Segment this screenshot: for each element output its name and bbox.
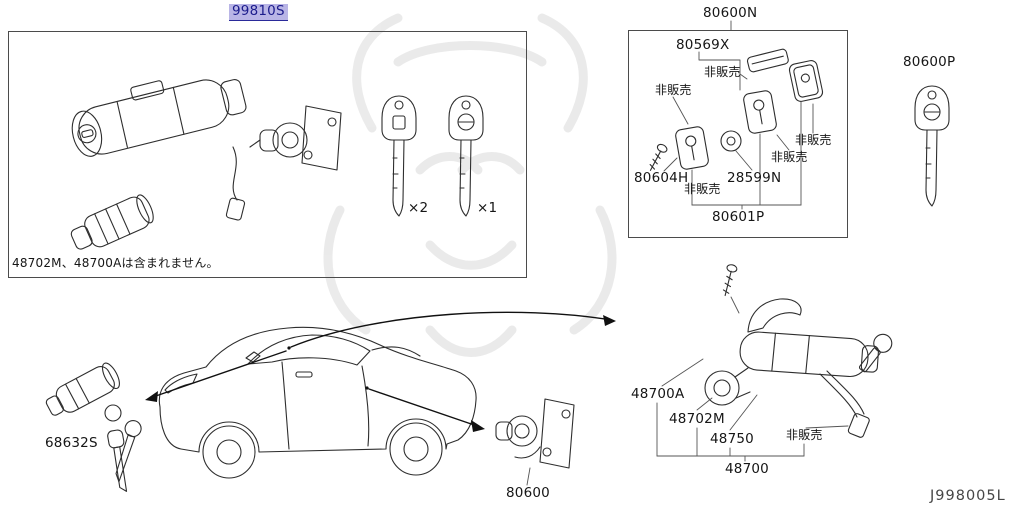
not-sold-label: 非販売 <box>684 182 721 196</box>
part-number-80600p[interactable]: 80600P <box>903 54 956 70</box>
kit-note: 48702M、48700Aは含まれません。 <box>12 256 219 270</box>
part-number-48700a[interactable]: 48700A <box>631 386 685 402</box>
not-sold-label: 非販売 <box>786 428 823 442</box>
steering-lock-assembly-art <box>704 264 893 438</box>
part-number-48750[interactable]: 48750 <box>710 431 754 447</box>
key-quantity-x2: ×2 <box>408 200 429 216</box>
ignition-lock-assembly-art <box>71 79 247 221</box>
valet-key-art <box>448 95 484 217</box>
not-sold-label: 非販売 <box>795 133 832 147</box>
part-number-99810s[interactable]: 99810S <box>229 3 288 21</box>
blank-key-art <box>914 85 950 207</box>
leader-lines <box>526 20 849 486</box>
not-sold-label: 非販売 <box>771 150 808 164</box>
part-number-48702m[interactable]: 48702M <box>669 411 725 427</box>
lock-set-box <box>628 30 848 238</box>
part-number-80601p[interactable]: 80601P <box>712 209 765 225</box>
diagram-code: J998005L <box>930 488 1006 504</box>
part-number-28599n[interactable]: 28599N <box>727 170 782 186</box>
part-number-80569x[interactable]: 80569X <box>676 37 730 53</box>
lock-set-parts-art <box>649 48 824 171</box>
watermark-graphic <box>323 13 617 357</box>
part-number-80600n[interactable]: 80600N <box>703 5 758 21</box>
door-lock-actuator-art <box>495 398 575 469</box>
lock-bracket-art <box>249 105 342 171</box>
key-quantity-x1: ×1 <box>477 200 498 216</box>
not-sold-label: 非販売 <box>655 83 692 97</box>
master-key-art <box>381 95 417 217</box>
lock-cylinder-art <box>70 194 154 250</box>
door-lock-key-set-art <box>45 362 142 492</box>
not-sold-label: 非販売 <box>704 65 741 79</box>
part-number-80604h[interactable]: 80604H <box>634 170 689 186</box>
part-number-48700[interactable]: 48700 <box>725 461 769 477</box>
pointer-arrows <box>145 311 616 432</box>
kit-box <box>8 31 527 278</box>
car-illustration <box>158 326 477 479</box>
part-number-68632s[interactable]: 68632S <box>45 435 98 451</box>
part-number-80600[interactable]: 80600 <box>506 485 550 501</box>
